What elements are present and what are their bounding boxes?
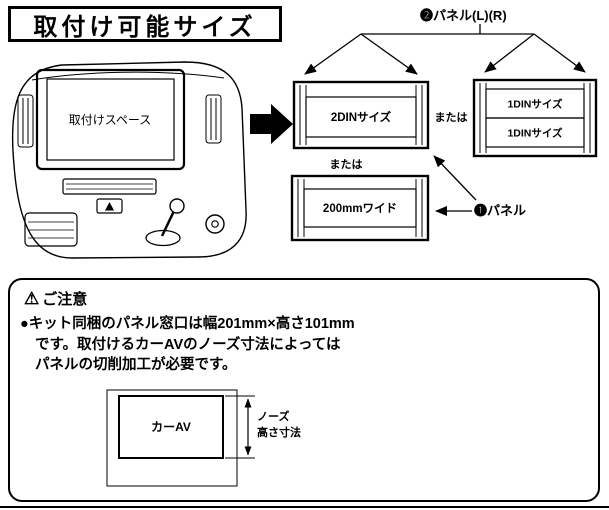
panel-2din-frame [292, 80, 430, 150]
shifter-knob [169, 198, 185, 214]
callout-arrow [484, 33, 535, 73]
panel2-callout-label: ❷パネル(L)(R) [420, 8, 507, 23]
or-label-below: または [330, 158, 363, 171]
panel-window-outline [106, 389, 238, 487]
caution-heading: ⚠ ご注意 [24, 288, 87, 309]
screen-opening [46, 78, 175, 161]
callout-arrow [533, 33, 586, 73]
or-label-right: または [435, 111, 468, 124]
panel-200mm-opening [303, 188, 417, 228]
hazard-triangle-icon [105, 202, 114, 211]
panel-2din-label: 2DINサイズ [331, 110, 392, 124]
panel1-callout-label: ❶パネル [474, 203, 526, 218]
caution-line-1: ●キット同梱のパネル窓口は幅201mm×高さ101mm [20, 316, 355, 332]
car-av-diagram: カーAV ノーズ 高さ寸法 [106, 389, 301, 487]
caution-line-2: です。取付けるカーAVのノーズ寸法によっては [35, 336, 341, 353]
right-arrow [250, 104, 293, 144]
panel-2din [292, 80, 430, 150]
panel-1din-top-label: 1DINサイズ [507, 98, 563, 111]
panel-1din-bottom-label: 1DINサイズ [507, 127, 563, 140]
nose-dimension-label-1: ノーズ [257, 409, 289, 423]
control-knob-center [211, 220, 219, 228]
panel-200mm-label: 200mmワイド [323, 202, 397, 215]
panel-1din [472, 78, 598, 158]
panel2-callout-lines [304, 24, 586, 75]
center-vent [62, 178, 157, 195]
panel-200mm-frame [290, 174, 430, 242]
panel-1din-frame [472, 78, 598, 158]
dashboard-outline [11, 61, 247, 259]
dashboard-illustration [11, 61, 247, 259]
caution-box: ⚠ ご注意 ●キット同梱のパネル窓口は幅201mm×高さ101mm です。取付け… [8, 278, 600, 502]
left-vent [17, 94, 34, 148]
page-title: 取付け可能サイズ [8, 6, 282, 42]
caution-text: ●キット同梱のパネル窓口は幅201mm×高さ101mm です。取付けるカーAVの… [20, 314, 355, 376]
installation-diagram: 取付けスペース 2DINサイズ 1DINサイズ 1DINサイズ [11, 8, 598, 259]
right-vent [205, 94, 222, 144]
install-space-label: 取付けスペース [69, 113, 152, 127]
control-knob [205, 214, 225, 234]
screen-bezel [35, 68, 186, 171]
callout-arrow [304, 33, 362, 75]
shifter-stick [160, 210, 176, 237]
page-bottom-rule [0, 506, 609, 508]
caution-line-3: パネルの切削加工が必要です。 [35, 357, 237, 374]
car-av-unit [118, 395, 224, 459]
panel1-callout-lines [433, 155, 477, 216]
shifter-base [145, 229, 181, 247]
panel-200mm [290, 174, 430, 242]
car-av-shapes [106, 389, 255, 487]
car-av-label: カーAV [151, 420, 191, 434]
storage-pocket [24, 212, 78, 247]
dashboard-top-line [31, 71, 225, 81]
panel-1din-opening-bottom [485, 117, 585, 148]
panel-2din-opening [305, 96, 417, 138]
warning-icon: ⚠ [24, 289, 40, 308]
callout-arrow [433, 155, 477, 201]
callout-arrow [360, 33, 418, 75]
caution-title: ご注意 [42, 291, 88, 308]
hazard-button [96, 198, 123, 214]
nose-dimension-label-2: 高さ寸法 [257, 425, 301, 439]
